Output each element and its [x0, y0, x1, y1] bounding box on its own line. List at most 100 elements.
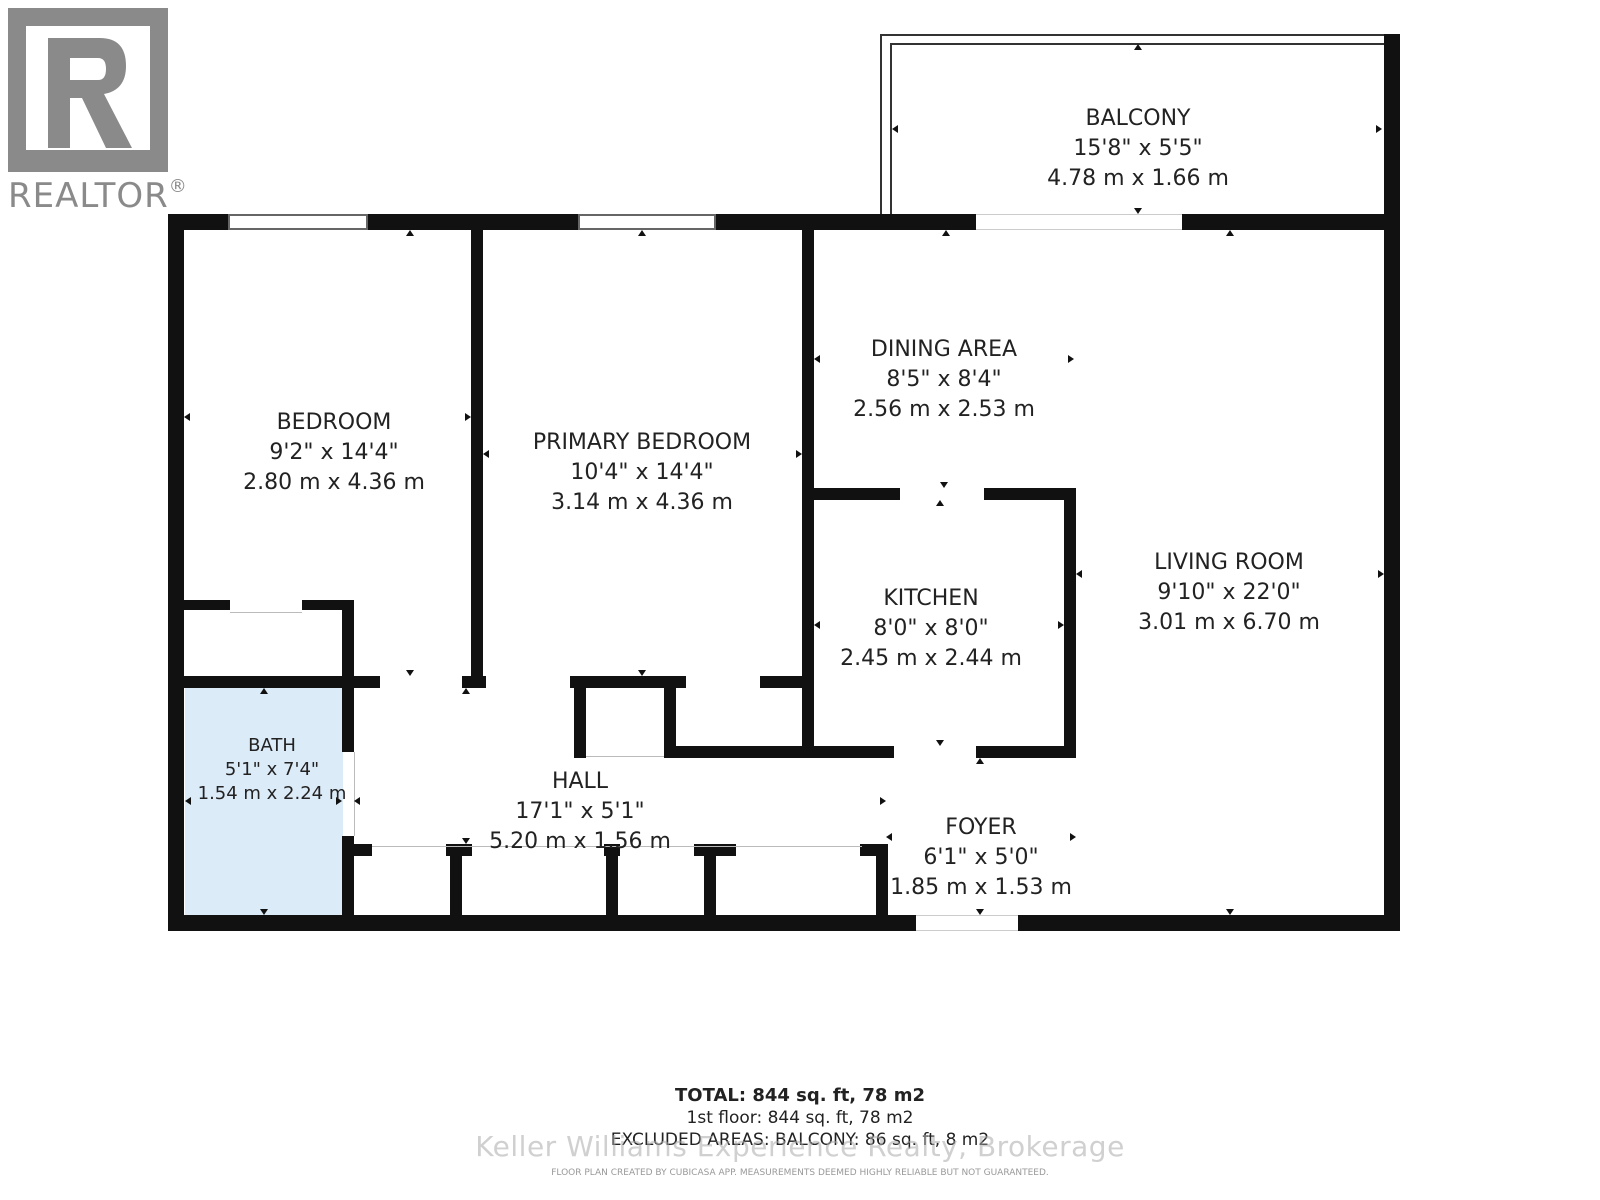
closet-wall-top-left [184, 600, 230, 610]
wall-primary-dining [802, 220, 814, 757]
primary-bedroom-window [578, 214, 716, 230]
balcony-door-opening [976, 214, 1182, 230]
dim-arrow [260, 688, 268, 694]
bath-wall-right-top [342, 688, 354, 752]
dim-arrow [354, 797, 360, 805]
dim-arrow [976, 909, 984, 915]
total-label: TOTAL: [674, 1085, 747, 1106]
room-dimensions-imperial: 17'1" x 5'1" [515, 799, 645, 824]
room-dimensions-metric: 1.85 m x 1.53 m [890, 875, 1072, 900]
hall-wall-top-c [570, 676, 686, 688]
linen-closet-wall-left [574, 688, 586, 758]
room-dimensions-metric: 4.78 m x 1.66 m [1047, 166, 1229, 191]
room-label-primary-bedroom: PRIMARY BEDROOM 10'4" x 14'4" 3.14 m x 4… [533, 428, 751, 518]
dim-arrow [1134, 44, 1142, 50]
dim-arrow [184, 413, 190, 421]
room-label-hall: HALL 17'1" x 5'1" 5.20 m x 1.56 m [489, 767, 671, 857]
dim-arrow [1076, 570, 1082, 578]
lower-closet-divider-3 [704, 844, 716, 918]
room-label-dining-area: DINING AREA 8'5" x 8'4" 2.56 m x 2.53 m [853, 335, 1035, 425]
room-dimensions-imperial: 9'2" x 14'4" [269, 440, 399, 465]
dim-arrow [936, 740, 944, 746]
room-name: KITCHEN [883, 586, 979, 611]
bedroom-window [228, 214, 368, 230]
room-label-bedroom: BEDROOM 9'2" x 14'4" 2.80 m x 4.36 m [243, 408, 425, 498]
closet-wall-bottom [664, 746, 814, 758]
room-dimensions-imperial: 5'1" x 7'4" [224, 759, 320, 780]
dim-arrow [1226, 230, 1234, 236]
room-label-balcony: BALCONY 15'8" x 5'5" 4.78 m x 1.66 m [1047, 104, 1229, 194]
wall-bedroom-primary [471, 220, 483, 688]
dim-arrow [940, 482, 948, 488]
room-label-foyer: FOYER 6'1" x 5'0" 1.85 m x 1.53 m [890, 813, 1072, 903]
dim-arrow [814, 621, 820, 629]
hall-wall-top-a [184, 676, 380, 688]
closet-door-line [230, 612, 302, 613]
room-dimensions-imperial: 6'1" x 5'0" [923, 845, 1039, 870]
dim-arrow [462, 838, 470, 844]
kitchen-wall-bottom-right [976, 746, 1076, 758]
room-label-kitchen: KITCHEN 8'0" x 8'0" 2.45 m x 2.44 m [840, 584, 1022, 674]
room-dimensions-imperial: 8'5" x 8'4" [886, 367, 1002, 392]
closet-wall-top-right [302, 600, 354, 610]
total-value: 844 sq. ft, 78 m2 [752, 1085, 926, 1106]
bath-floor-fill [185, 688, 343, 915]
room-name: LIVING ROOM [1154, 550, 1304, 575]
dim-arrow [1058, 621, 1064, 629]
room-dimensions-metric: 3.14 m x 4.36 m [551, 490, 733, 515]
room-dimensions-metric: 2.56 m x 2.53 m [853, 397, 1035, 422]
kitchen-wall-top-right [984, 488, 1076, 500]
linen-door-line [586, 756, 664, 757]
outer-wall-right [1384, 34, 1400, 931]
outer-wall-bottom [168, 915, 1400, 931]
total-area: TOTAL: 844 sq. ft, 78 m2 [0, 1085, 1600, 1107]
room-name: FOYER [945, 815, 1017, 840]
outer-wall-left [168, 214, 184, 931]
lower-closet-door-line [372, 846, 862, 847]
dim-arrow [1134, 208, 1142, 214]
hall-wall-top-b [462, 676, 486, 688]
dim-arrow [185, 797, 191, 805]
kitchen-wall-bottom-left [814, 746, 894, 758]
dim-arrow [886, 833, 892, 841]
brokerage-watermark: Keller Williams Experience Realty, Broke… [475, 1130, 1125, 1163]
bath-wall-right-bottom [342, 836, 354, 918]
dim-arrow [942, 230, 950, 236]
room-name: BATH [248, 735, 296, 756]
room-dimensions-metric: 5.20 m x 1.56 m [489, 829, 671, 854]
room-label-living-room: LIVING ROOM 9'10" x 22'0" 3.01 m x 6.70 … [1138, 548, 1320, 638]
room-dimensions-imperial: 8'0" x 8'0" [873, 616, 989, 641]
room-label-bath: BATH 5'1" x 7'4" 1.54 m x 2.24 m [198, 734, 347, 806]
room-dimensions-metric: 2.80 m x 4.36 m [243, 470, 425, 495]
room-name: BEDROOM [276, 410, 392, 435]
room-dimensions-metric: 1.54 m x 2.24 m [197, 783, 347, 804]
dim-arrow [796, 450, 802, 458]
dim-arrow [465, 413, 471, 421]
dim-arrow [814, 355, 820, 363]
room-dimensions-imperial: 9'10" x 22'0" [1157, 580, 1301, 605]
lower-closets-wall-top-a [342, 844, 372, 856]
dim-arrow [406, 230, 414, 236]
dim-arrow [976, 758, 984, 764]
room-name: BALCONY [1085, 106, 1191, 131]
kitchen-wall-top-left [814, 488, 900, 500]
realtor-registered-mark: ® [168, 176, 188, 197]
dim-arrow [1378, 570, 1384, 578]
bath-door-line [354, 752, 355, 836]
area-totals: TOTAL: 844 sq. ft, 78 m2 1st floor: 844 … [0, 1085, 1600, 1151]
hall-wall-top-d [760, 676, 812, 688]
dim-arrow [1376, 125, 1382, 133]
dim-arrow [483, 450, 489, 458]
excluded-areas: EXCLUDED AREAS: BALCONY: 86 sq. ft, 8 m2 [610, 1130, 990, 1150]
closet-wall-side [342, 600, 354, 688]
dim-arrow [892, 125, 898, 133]
realtor-logo-text: REALTOR® [8, 176, 188, 216]
room-name: PRIMARY BEDROOM [532, 430, 752, 455]
room-name: HALL [551, 769, 609, 794]
dim-arrow [1226, 909, 1234, 915]
room-dimensions-imperial: 10'4" x 14'4" [570, 460, 714, 485]
lower-closet-divider-4 [876, 844, 888, 918]
dim-arrow [638, 670, 646, 676]
realtor-logo-word: REALTOR [8, 176, 169, 216]
floor-plan-disclaimer: FLOOR PLAN CREATED BY CUBICASA APP. MEAS… [551, 1168, 1049, 1178]
